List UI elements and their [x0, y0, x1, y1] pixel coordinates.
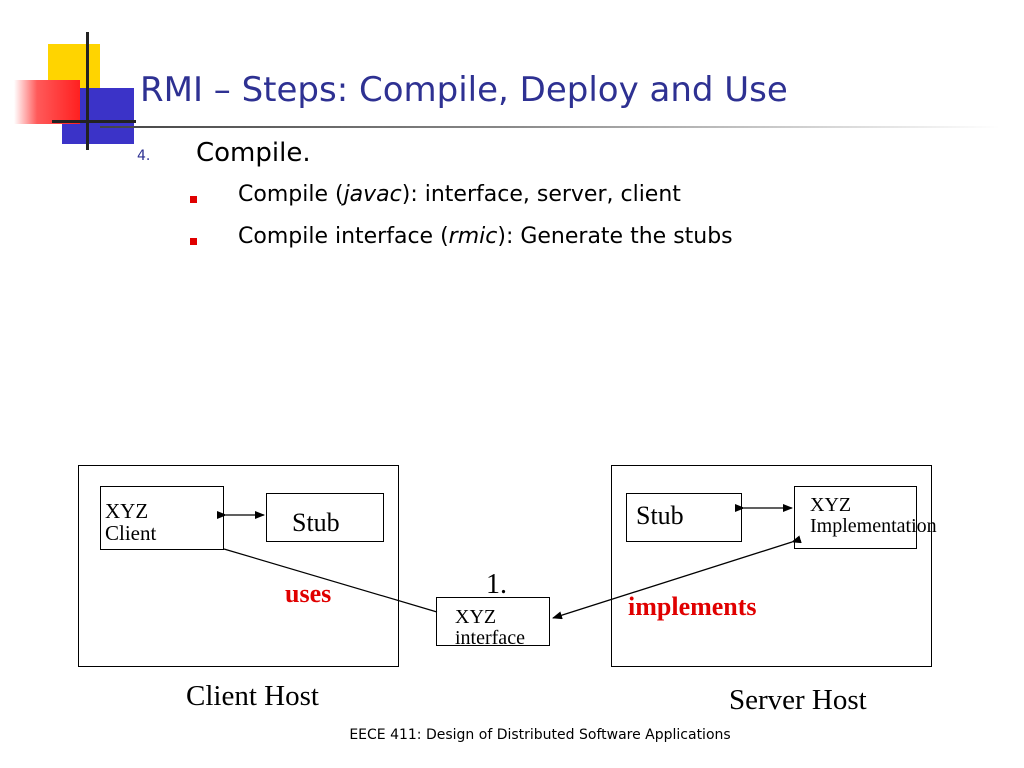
xyz-implementation-line1: XYZ: [810, 494, 852, 516]
xyz-client-box: [100, 486, 224, 550]
bullet-square-icon: [190, 196, 197, 203]
logo-horizontal-line: [52, 120, 136, 123]
bullet-text-after: ): interface, server, client: [401, 182, 681, 207]
logo-vertical-line: [86, 32, 89, 150]
client-stub-box: [266, 493, 384, 542]
xyz-client-line2: Client: [105, 521, 157, 546]
bullet-square-icon: [190, 238, 197, 245]
xyz-implementation-line2: Implementation: [810, 515, 937, 537]
bullet-text-before: Compile (: [238, 182, 344, 207]
xyz-interface-line2: interface: [455, 627, 525, 649]
list-item-compile: Compile.: [196, 138, 311, 168]
client-stub-label: Stub: [292, 508, 340, 537]
bullet-text-italic: rmic: [448, 224, 498, 249]
bullet-item-javac: Compile (javac): interface, server, clie…: [238, 182, 681, 207]
xyz-interface-label: XYZ interface: [455, 607, 525, 649]
bullet-text-before: Compile interface (: [238, 224, 449, 249]
bullet-text-italic: javac: [343, 182, 402, 207]
title-rule: [100, 126, 1000, 128]
xyz-client-label: XYZ Client: [105, 500, 156, 544]
xyz-implementation-box: [794, 486, 917, 549]
xyz-implementation-label: XYZ Implementation: [810, 495, 937, 537]
xyz-client-line1: XYZ: [105, 499, 149, 523]
server-stub-label: Stub: [636, 501, 684, 530]
list-number: 4.: [137, 148, 151, 164]
bullet-item-rmic: Compile interface (rmic): Generate the s…: [238, 224, 733, 249]
logo-red-square: [14, 80, 80, 124]
uses-connector: [223, 548, 438, 613]
interface-number: 1.: [486, 569, 507, 600]
xyz-interface-box: [436, 597, 550, 646]
bullet-text-after: ): Generate the stubs: [497, 224, 733, 249]
xyz-interface-line1: XYZ: [455, 606, 497, 628]
uses-label: uses: [285, 579, 332, 608]
slide-title: RMI – Steps: Compile, Deploy and Use: [140, 70, 788, 110]
server-host-label: Server Host: [729, 684, 867, 716]
slide-footer: EECE 411: Design of Distributed Software…: [349, 727, 731, 743]
client-host-label: Client Host: [186, 680, 319, 712]
implements-arrow: [552, 535, 802, 620]
